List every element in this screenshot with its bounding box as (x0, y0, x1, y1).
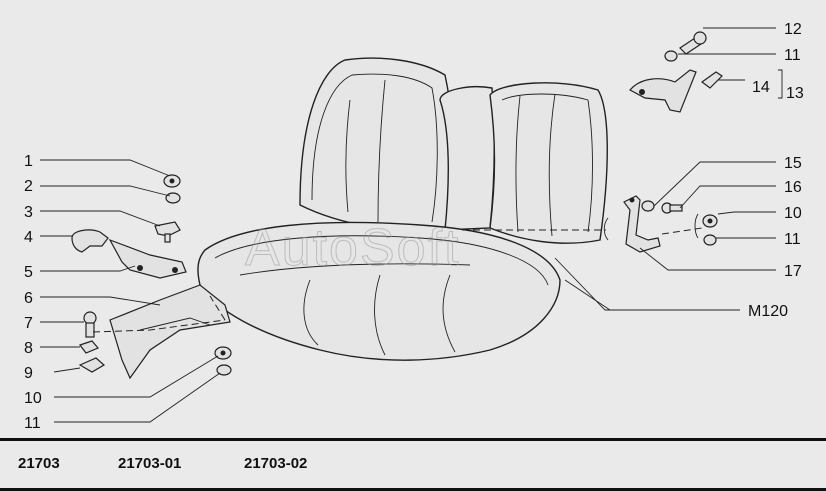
callout-8: 8 (24, 340, 33, 357)
callout-10: 10 (24, 390, 42, 407)
callout-14: 14 (752, 79, 770, 96)
callouts-right-mid: 15 16 10 11 17 (784, 155, 802, 280)
hinge-pivot-icon (629, 197, 635, 203)
hinge-arm-icon (623, 195, 661, 253)
bolt-icon (679, 31, 707, 55)
right-mid-hardware (623, 195, 718, 253)
callout-11-top: 11 (784, 47, 801, 64)
model-footer: 21703 21703-01 21703-02 (0, 438, 826, 491)
washer-icon (216, 364, 232, 376)
latch-bolt-icon (137, 265, 143, 271)
watermark: AutoSoft (245, 219, 460, 277)
callout-17: 17 (784, 263, 802, 280)
cap-icon (700, 71, 723, 89)
callouts-right-top: 12 11 14 13 (752, 21, 804, 102)
model-code: 21703 (18, 455, 60, 472)
callout-11-right: 11 (784, 231, 801, 248)
washer-icon (664, 50, 678, 62)
release-handle-icon (71, 229, 109, 253)
callout-2: 2 (24, 178, 33, 195)
hinge-bracket-icon (629, 69, 697, 113)
washer-icon (165, 192, 181, 204)
model-code: 21703-01 (118, 455, 182, 472)
callout-13: 13 (786, 85, 804, 102)
model-code: 21703-02 (244, 455, 308, 472)
callout-5: 5 (24, 264, 33, 281)
leader-lines (40, 27, 783, 423)
callout-15: 15 (784, 155, 802, 172)
callout-3: 3 (24, 204, 33, 221)
clip-nut-icon (79, 340, 99, 354)
screw-icon (83, 311, 97, 338)
left-hardware (71, 174, 232, 380)
nut-hole-icon (220, 350, 226, 356)
bushing-pin-icon (164, 233, 171, 243)
callout-assembly: M120 (748, 303, 788, 320)
washer-icon (641, 200, 655, 212)
callout-6: 6 (24, 290, 33, 307)
callout-7: 7 (24, 315, 33, 332)
callouts-left: 1 2 3 4 5 6 7 8 9 10 11 (24, 153, 42, 432)
callout-4: 4 (24, 229, 33, 246)
latch-bolt-icon (172, 267, 178, 273)
side-trim-icon (109, 284, 231, 380)
callout-9: 9 (24, 365, 33, 382)
right-top-hardware (629, 31, 723, 113)
bolt-icon (661, 202, 683, 214)
washer-icon (703, 234, 717, 246)
callout-10-right: 10 (784, 205, 802, 222)
nut-hole-icon (169, 178, 175, 184)
callout-11: 11 (24, 415, 41, 432)
latch-bracket-icon (108, 238, 187, 279)
hinge-hole-icon (639, 89, 645, 95)
callout-12: 12 (784, 21, 802, 38)
nut-hole-icon (707, 218, 713, 224)
seat-back (299, 57, 608, 244)
callout-16: 16 (784, 179, 802, 196)
callout-1: 1 (24, 153, 33, 170)
bushing-icon (154, 221, 181, 237)
clip-icon (78, 357, 106, 373)
